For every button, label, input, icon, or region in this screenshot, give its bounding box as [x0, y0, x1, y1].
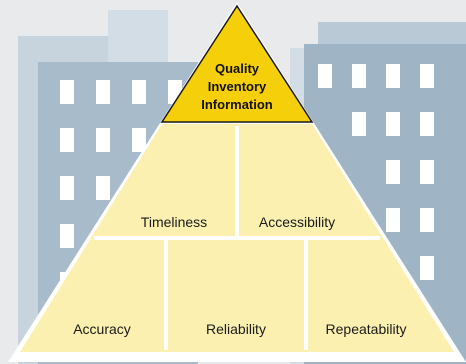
tier-label-reliability: Reliability — [206, 321, 266, 337]
tier-label-accuracy: Accuracy — [73, 321, 131, 337]
windows-right — [318, 64, 434, 280]
apex-label-line-2: Inventory — [208, 79, 267, 94]
tier-dividers — [94, 126, 380, 350]
pyramid — [20, 4, 454, 352]
tier-label-timeliness: Timeliness — [141, 214, 207, 230]
apex-label-line-1: Quality — [215, 61, 260, 76]
apex-label-line-3: Information — [201, 97, 273, 112]
tier-label-repeatability: Repeatability — [326, 321, 407, 337]
pyramid-apex — [160, 4, 314, 123]
tier-label-accessibility: Accessibility — [259, 214, 335, 230]
